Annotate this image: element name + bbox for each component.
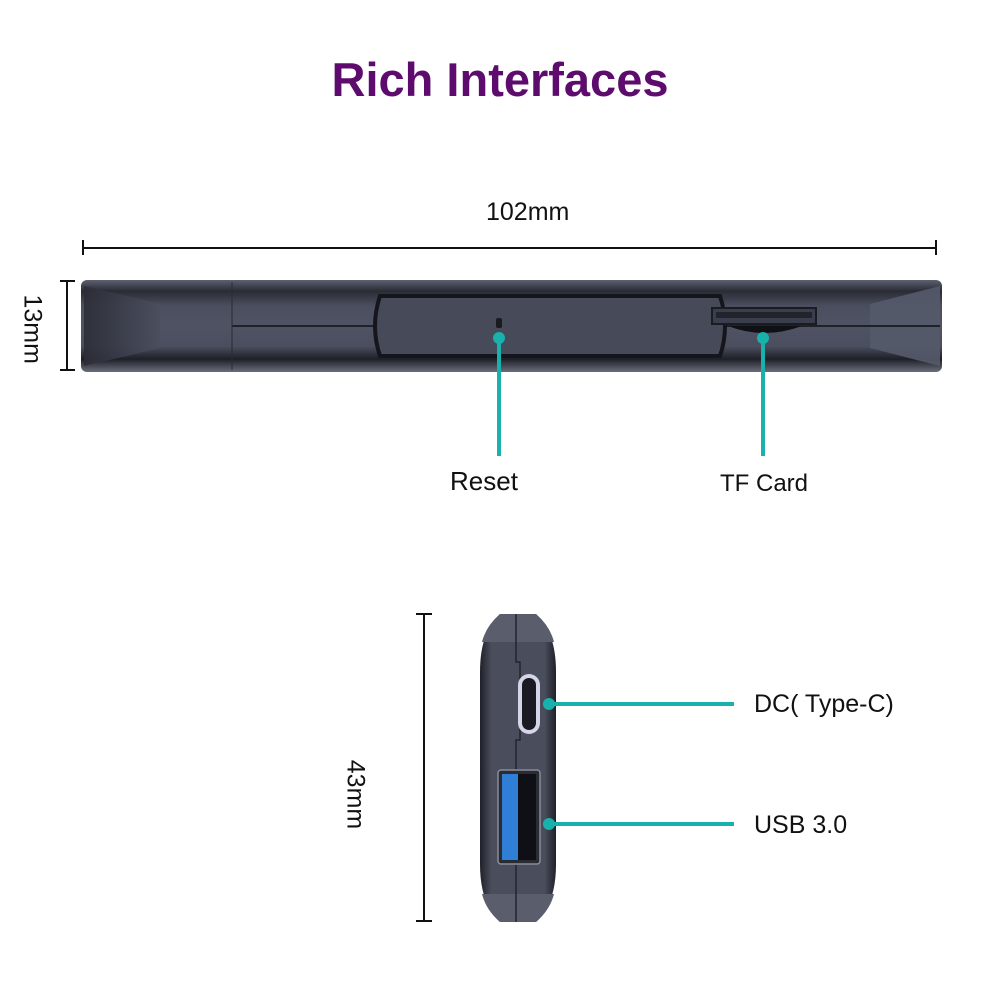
end-height-dimension-label: 43mm <box>341 759 370 830</box>
dc-type-c-label: DC( Type-C) <box>754 690 894 718</box>
height-dimension-tick-top <box>60 280 75 282</box>
device-side-illustration <box>81 280 942 372</box>
width-dimension-label: 102mm <box>486 198 570 226</box>
width-dimension-tick-left <box>82 240 84 255</box>
reset-callout-line <box>497 338 501 456</box>
height-dimension-line <box>66 280 68 370</box>
device-end-illustration <box>480 614 556 922</box>
reset-label: Reset <box>450 466 518 496</box>
usb-3-label: USB 3.0 <box>754 811 848 839</box>
page-title: Rich Interfaces <box>331 53 669 106</box>
width-dimension-tick-right <box>935 240 937 255</box>
end-height-tick-bottom <box>416 920 432 922</box>
width-dimension-line <box>82 247 937 249</box>
dc-type-c-callout-line <box>549 702 734 706</box>
usb-3-callout-line <box>549 822 734 826</box>
height-dimension-label: 13mm <box>18 294 47 364</box>
tf-card-callout-line <box>761 338 765 456</box>
end-height-dimension-line <box>423 613 425 921</box>
end-height-tick-top <box>416 613 432 615</box>
tf-card-label: TF Card <box>720 470 809 497</box>
height-dimension-tick-bottom <box>60 369 75 371</box>
